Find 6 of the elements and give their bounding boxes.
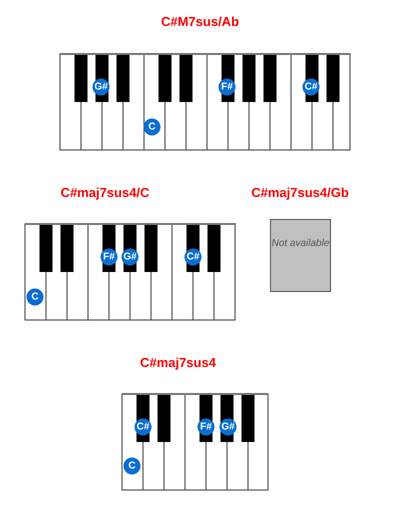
unavailable-note: Not available — [271, 238, 330, 249]
placeholder-panel — [270, 219, 331, 292]
chord-name: C#M7sus/Ab — [160, 14, 240, 29]
chord-name: C#maj7sus4/C — [60, 185, 150, 200]
chord-name: C#maj7sus4/Gb — [251, 185, 349, 200]
chord-name: C#maj7sus4 — [140, 355, 216, 370]
